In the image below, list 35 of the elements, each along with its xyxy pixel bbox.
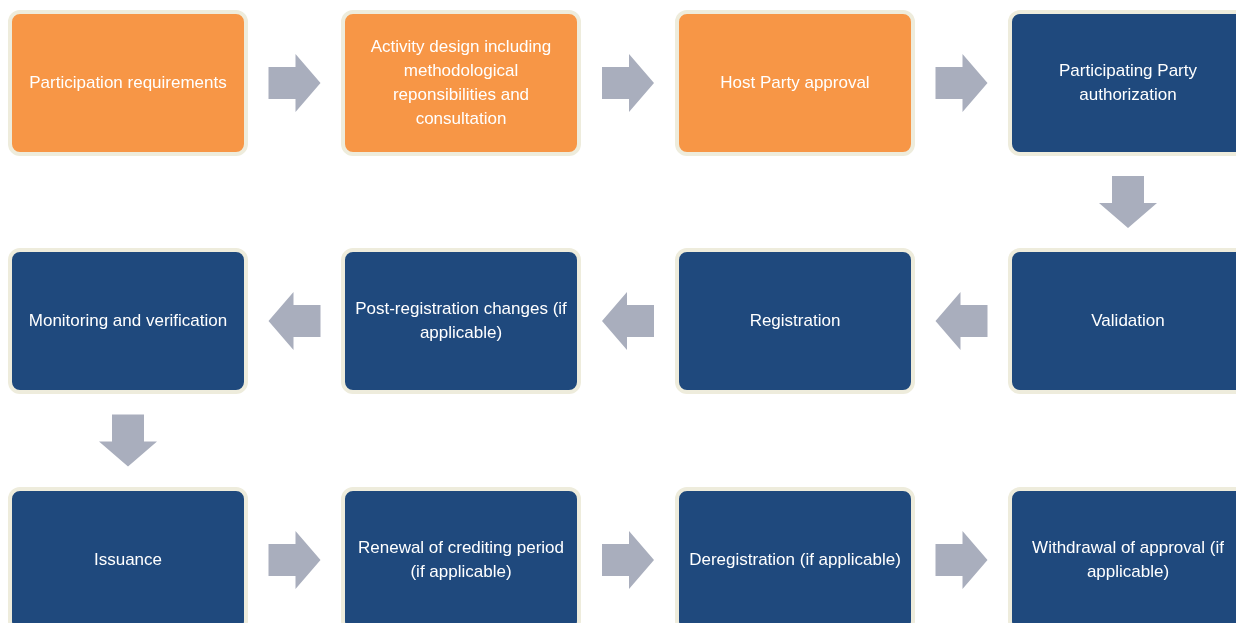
process-box	[1008, 487, 1236, 623]
block-arrow	[602, 292, 654, 350]
block-arrow	[99, 414, 157, 467]
process-box	[8, 248, 248, 394]
block-arrow	[935, 292, 988, 350]
step-label: Validation	[1091, 310, 1165, 333]
step-label: Post-registration changes (if applicable)	[354, 298, 568, 344]
process-box	[341, 10, 581, 156]
step-label: Participation requirements	[29, 72, 227, 95]
block-arrow	[268, 54, 321, 112]
process-box	[341, 248, 581, 394]
step-label: Monitoring and verification	[28, 310, 228, 333]
process-box	[675, 248, 915, 394]
process-box	[675, 487, 915, 623]
process-box	[1008, 248, 1236, 394]
block-arrow	[268, 292, 321, 350]
step-label: Activity design including methodological reponsibilities and consultation	[369, 36, 553, 130]
process-box	[1008, 10, 1236, 156]
step-label: Participating Party authorization	[1058, 60, 1198, 106]
block-arrow	[1099, 176, 1157, 228]
step-label: Issuance	[93, 549, 162, 572]
process-box	[675, 10, 915, 156]
step-label: Renewal of crediting period (if applicable)	[357, 537, 565, 583]
process-box	[8, 10, 248, 156]
process-box	[341, 487, 581, 623]
block-arrow	[602, 54, 654, 112]
step-label: Registration	[749, 310, 841, 333]
block-arrow	[935, 531, 988, 589]
block-arrow	[268, 531, 321, 589]
block-arrow	[602, 531, 654, 589]
step-label: Deregistration (if applicable)	[689, 549, 901, 572]
step-label: Host Party approval	[720, 72, 870, 95]
block-arrow	[935, 54, 988, 112]
process-box	[8, 487, 248, 623]
step-label: Withdrawal of approval (if applicable)	[1031, 537, 1225, 583]
